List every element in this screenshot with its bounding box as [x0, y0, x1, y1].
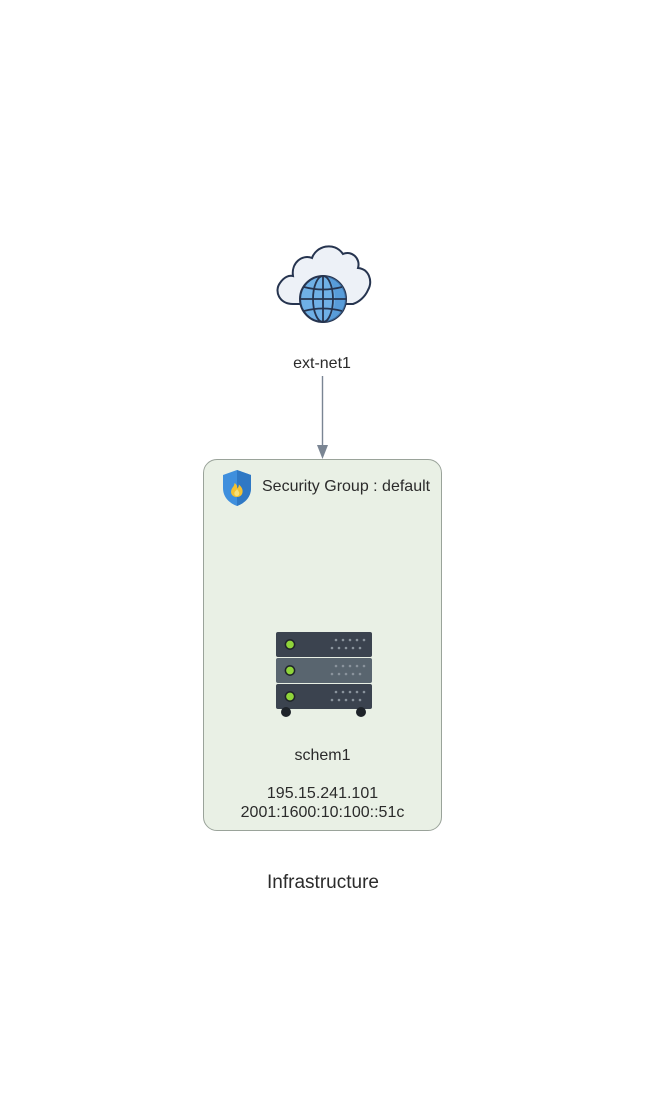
server-ipv4-label: 195.15.241.101: [266, 785, 379, 802]
cloud-globe-icon: [276, 245, 372, 323]
server-rack-icon[interactable]: [274, 630, 374, 720]
arrow-head-icon: [317, 445, 328, 459]
server-name-label: schem1: [294, 747, 351, 764]
shield-flame-icon: [220, 468, 254, 508]
external-network-label: ext-net1: [293, 355, 351, 372]
security-group-title: Security Group : default: [262, 478, 431, 495]
external-network-node[interactable]: [271, 238, 375, 328]
diagram-caption: Infrastructure: [267, 872, 379, 893]
security-group-cluster[interactable]: Security Group : default: [203, 459, 442, 831]
server-ipv6-label: 2001:1600:10:100::51c: [240, 804, 405, 821]
